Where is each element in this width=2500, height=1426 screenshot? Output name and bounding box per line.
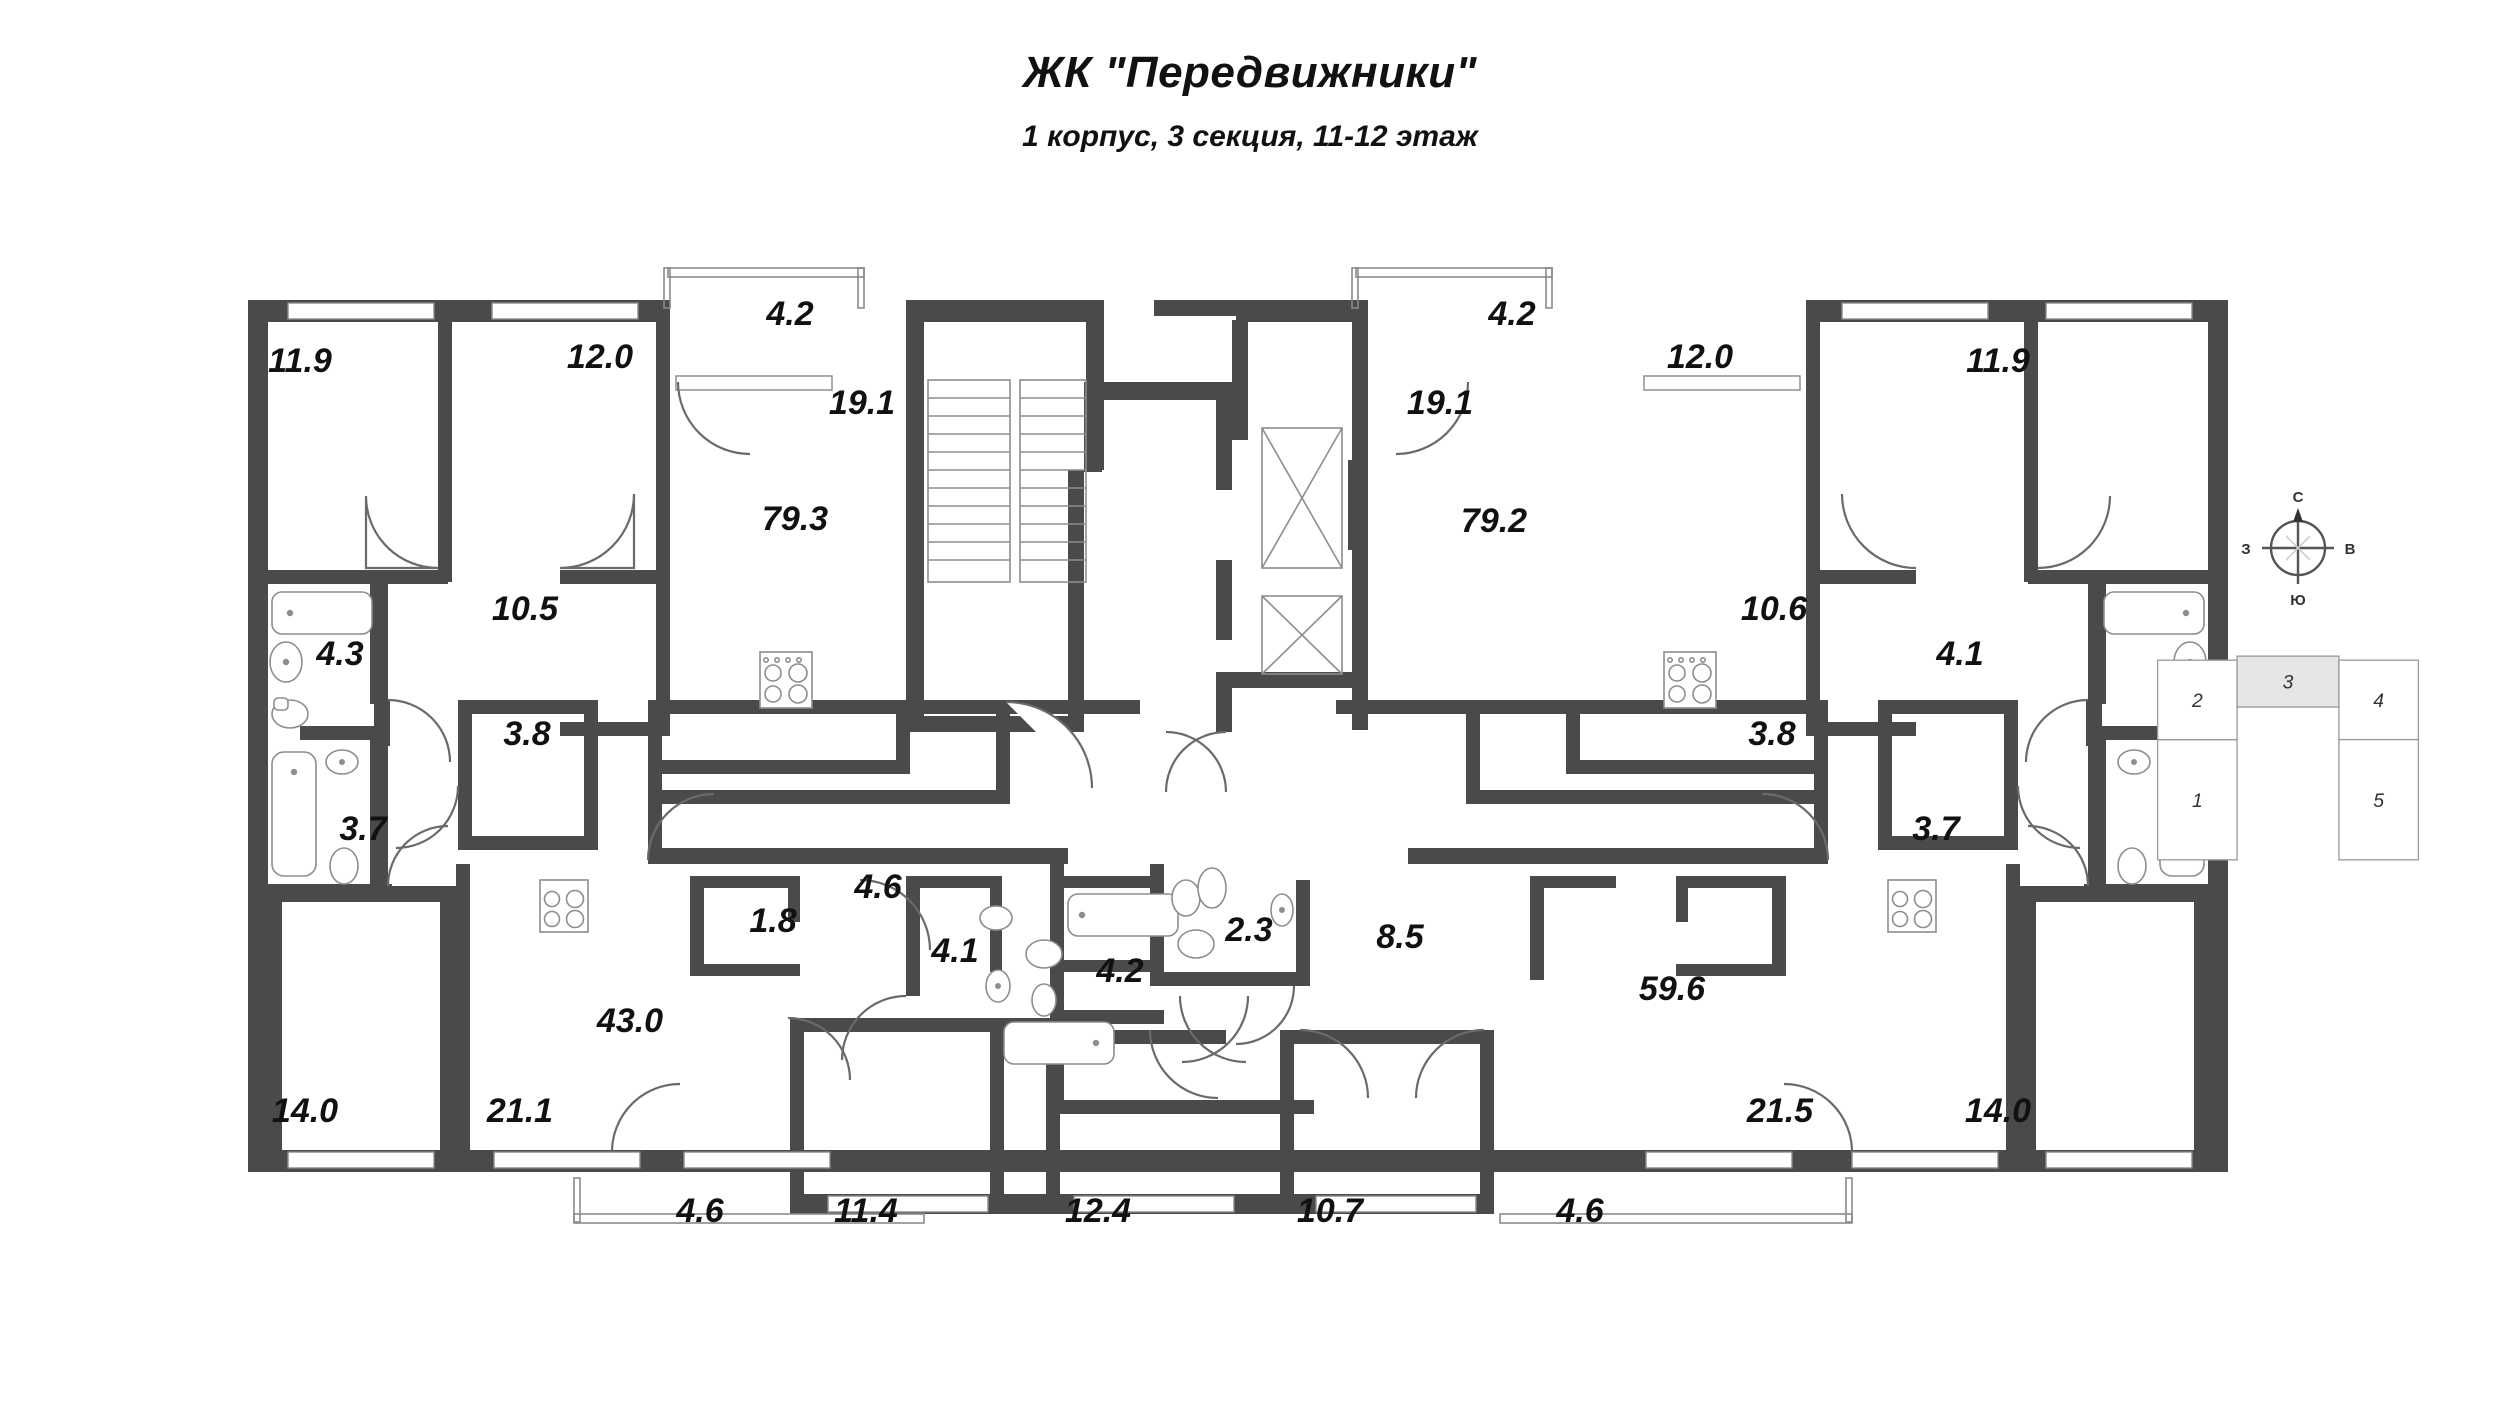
keyplan-section-5[interactable]: 5 [2338,738,2420,861]
wall-layer [248,300,2228,1214]
room-area-label: 10.6 [1741,590,1808,628]
compass-west-label: З [2241,541,2250,558]
keyplan-section-1[interactable]: 1 [2156,738,2238,861]
keyplan-section-2[interactable]: 2 [2156,659,2238,741]
toilet-icon [1171,879,1201,917]
page-subtitle: 1 корпус, 3 секция, 11-12 этаж [1022,120,1478,153]
keyplan-section-box [2156,738,2238,861]
room-area-label: 3.7 [339,810,388,848]
keyplan-section-label: 2 [2191,690,2203,712]
window-layer [287,267,2193,1224]
room-area-label: 11.9 [268,342,332,380]
bathtub-icon [271,591,373,635]
room-area-label: 4.6 [675,1192,724,1230]
north-arrow-icon [2293,508,2303,522]
toilet-icon [2117,847,2147,885]
keyplan-section-box [2338,659,2420,741]
sink-icon [1031,983,1057,1017]
room-area-label: 1.8 [749,902,796,940]
building-key-plan: 1 2 3 4 5 [2118,650,2458,870]
room-area-label: 12.0 [567,338,633,376]
room-area-label: 14.0 [272,1092,338,1130]
room-area-label: 59.6 [1639,970,1706,1008]
toilet-icon [1025,939,1063,969]
bathtub-icon [271,751,317,877]
keyplan-section-3[interactable]: 3 [2236,655,2340,708]
elevator-shaft-icon [1261,427,1343,675]
room-area-label: 4.3 [315,635,363,673]
staircase-icon [927,379,1087,583]
bathtub-icon [1067,893,1179,937]
keyplan-section-box [2236,655,2340,708]
room-area-label: 79.2 [1461,502,1527,540]
room-area-label: 11.4 [834,1192,898,1230]
room-area-label: 79.3 [762,500,828,538]
door-layer [364,381,2112,1153]
compass-north-label: С [2293,489,2304,506]
room-area-label: 3.8 [503,715,550,753]
compass-rose: С Ю З В [2238,488,2358,609]
room-area-label: 21.1 [486,1092,553,1130]
room-area-label: 19.1 [829,384,895,422]
room-area-label: 4.6 [1555,1192,1604,1230]
compass-east-label: В [2345,541,2356,558]
room-area-label: 4.2 [1487,295,1535,333]
room-area-label: 3.7 [1912,810,1961,848]
stove-icon [1887,879,1937,933]
keyplan-section-label: 1 [2192,790,2203,812]
keyplan-section-4[interactable]: 4 [2338,659,2420,741]
keyplan-section-box [2156,659,2238,741]
bathtub-icon [2103,591,2205,635]
stove-icon [759,651,813,709]
room-area-label: 4.6 [853,868,902,906]
room-area-label: 12.0 [1667,338,1733,376]
keyplan-section-label: 4 [2373,690,2384,712]
stove-icon [539,879,589,933]
sink-icon [979,905,1013,931]
toilet-icon [1177,929,1215,959]
keyplan-section-label: 5 [2373,790,2384,812]
room-area-label: 10.7 [1297,1192,1365,1230]
room-area-label: 3.8 [1748,715,1795,753]
keyplan-section-label: 3 [2283,672,2294,694]
keyplan-section-box [2338,738,2420,861]
page-title: ЖК "Передвижники" [1023,48,1477,97]
bathtub-icon [1003,1021,1115,1065]
room-area-label: 11.9 [1966,342,2030,380]
room-label-layer: 11.9 12.0 4.2 19.1 79.3 10.5 4.3 3.8 3.7 43.0 14.0… [268,295,2031,1230]
room-area-label: 19.1 [1407,384,1473,422]
page-header: ЖК "Передвижники" 1 корпус, 3 секция, 11… [0,0,2500,154]
room-area-label: 10.5 [492,590,559,628]
room-area-label: 21.5 [1746,1092,1814,1130]
room-area-label: 4.2 [765,295,813,333]
room-area-label: 4.2 [1095,952,1143,990]
room-area-label: 8.5 [1376,918,1424,956]
room-area-label: 4.1 [1935,635,1983,673]
toilet-icon [1197,867,1227,909]
room-area-label: 4.1 [930,932,978,970]
room-area-label: 43.0 [596,1002,663,1040]
room-area-label: 14.0 [1965,1092,2031,1130]
toilet-icon [329,847,359,885]
stove-icon [1663,651,1717,709]
room-area-label: 12.4 [1065,1192,1131,1230]
compass-south-label: Ю [2290,592,2305,608]
room-area-label: 2.3 [1224,911,1272,949]
